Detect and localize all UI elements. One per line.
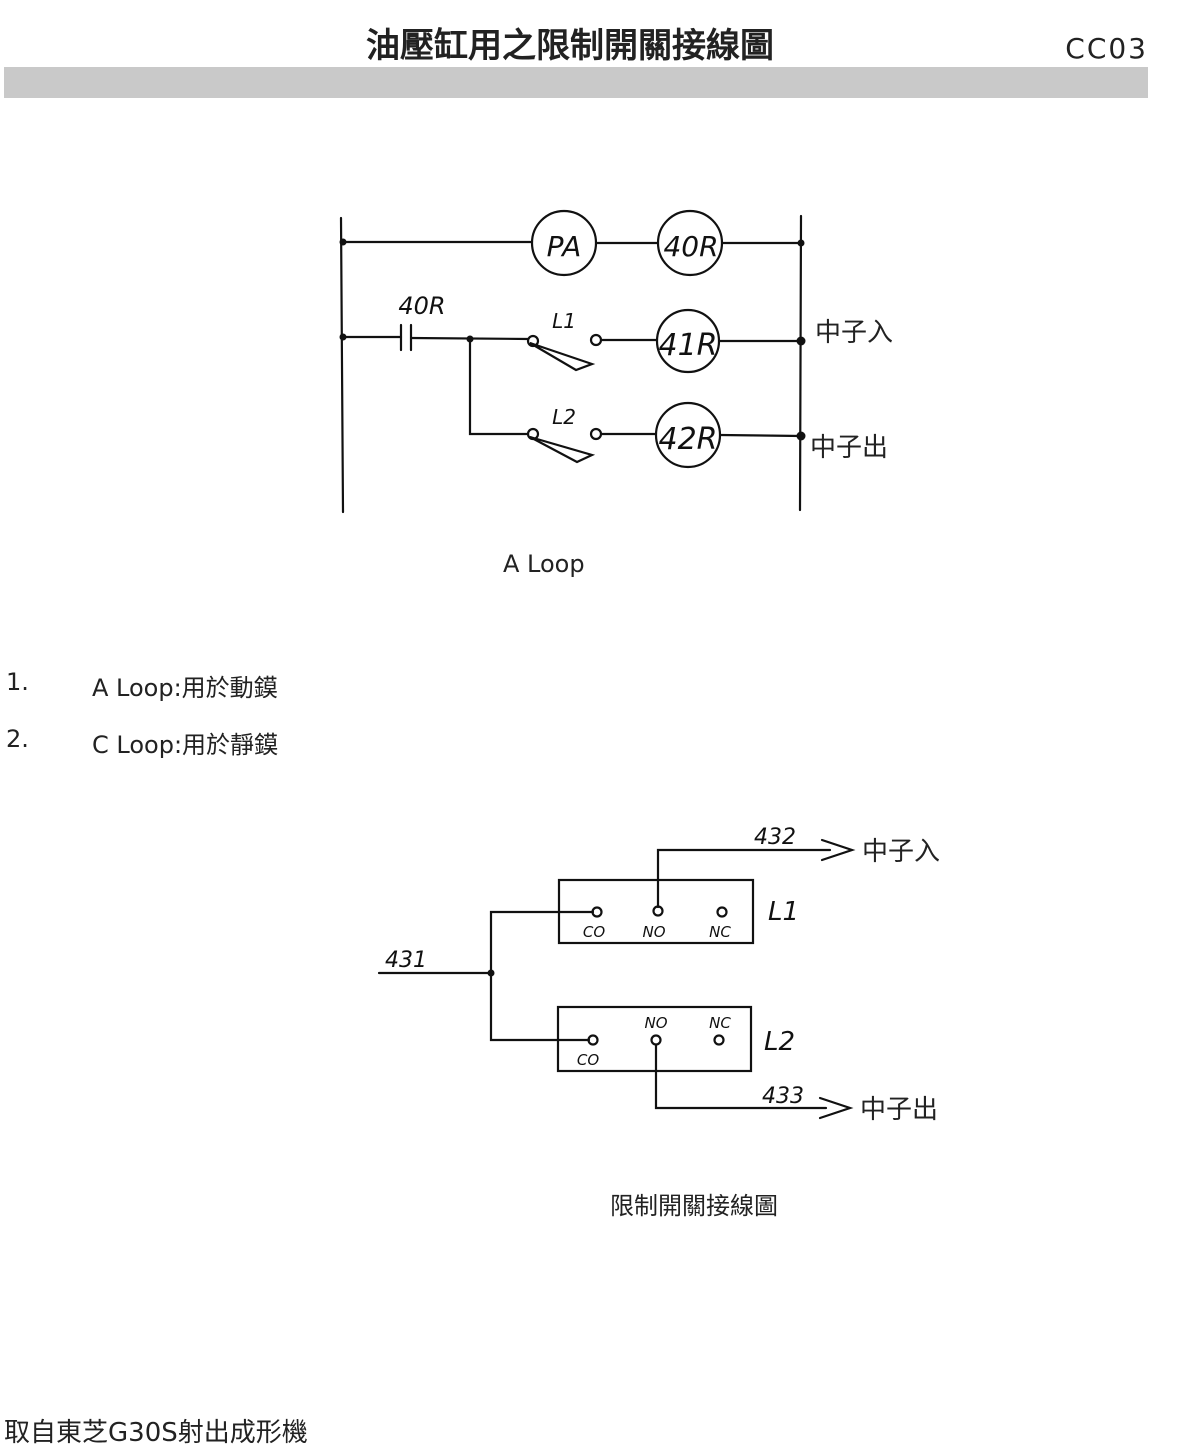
label-l1: L1 bbox=[552, 309, 576, 333]
arrow-433 bbox=[818, 1096, 854, 1120]
l1-no-label: NO bbox=[642, 923, 665, 941]
node-r3 bbox=[796, 431, 806, 441]
wire-431-to-l1 bbox=[489, 910, 595, 975]
note-item: 1. A Loop:用於動鏌 bbox=[6, 668, 278, 725]
node-branch bbox=[466, 335, 474, 343]
notes-list: 1. A Loop:用於動鏌 2. C Loop:用於靜鏌 bbox=[6, 668, 278, 782]
terminal-out-b: 中子出 bbox=[860, 1095, 938, 1125]
label-pa: PA bbox=[547, 230, 582, 263]
note-text: A Loop:用於動鏌 bbox=[92, 674, 278, 702]
l2-lever bbox=[529, 435, 596, 464]
node-r1 bbox=[797, 239, 805, 247]
label-432: 432 bbox=[754, 825, 796, 850]
label-41r: 41R bbox=[658, 328, 717, 363]
note-text: C Loop:用於靜鏌 bbox=[92, 731, 279, 759]
page-title: 油壓缸用之限制開關接線圖 bbox=[366, 26, 774, 66]
label-433: 433 bbox=[762, 1084, 804, 1109]
l1-nc-label: NC bbox=[709, 923, 731, 941]
label-40r-contact: 40R bbox=[398, 292, 445, 320]
rung-3-wire-b bbox=[718, 433, 803, 438]
l2-co-label: CO bbox=[577, 1051, 599, 1069]
note-number: 2. bbox=[6, 725, 29, 753]
l1-co-label: CO bbox=[583, 923, 605, 941]
ladder-diagram: PA 40R 41R 42R 40R L1 L2 中子入 中子出 bbox=[339, 209, 893, 514]
source-footer: 取自東芝G30S射出成形機 bbox=[4, 1418, 308, 1448]
branch-wire bbox=[468, 337, 531, 436]
l2-nc-terminal bbox=[713, 1034, 725, 1046]
left-rail bbox=[339, 216, 345, 514]
l1-nc-terminal bbox=[716, 906, 728, 918]
l1-lever bbox=[529, 341, 596, 372]
label-42r: 42R bbox=[658, 422, 717, 457]
header-bar bbox=[4, 67, 1148, 98]
note-item: 2. C Loop:用於靜鏌 bbox=[6, 725, 278, 782]
l2-no-terminal bbox=[650, 1034, 662, 1046]
node-r2 bbox=[796, 336, 806, 346]
wire-433 bbox=[654, 1043, 828, 1110]
l2-no-label: NO bbox=[644, 1014, 667, 1032]
l2-nc-label: NC bbox=[709, 1014, 731, 1032]
arrow-432 bbox=[820, 838, 856, 862]
wire-431-to-l2 bbox=[489, 971, 591, 1042]
node-l2 bbox=[339, 333, 347, 341]
caption-a-loop: A Loop bbox=[503, 550, 585, 578]
limit-switch-diagram: 431 432 433 L1 L2 CO NO NC NO NC CO 中子入 … bbox=[377, 825, 940, 1125]
label-40r-coil: 40R bbox=[663, 230, 718, 263]
label-431: 431 bbox=[385, 948, 427, 973]
label-l2-box: L2 bbox=[764, 1027, 795, 1057]
note-number: 1. bbox=[6, 668, 29, 696]
wire-432 bbox=[656, 848, 832, 909]
terminal-in-b: 中子入 bbox=[862, 837, 940, 867]
label-l1-box: L1 bbox=[768, 897, 799, 927]
terminal-out-a: 中子出 bbox=[810, 433, 888, 463]
page-code: CC03 bbox=[1065, 32, 1148, 65]
junction-431 bbox=[487, 969, 495, 977]
terminal-in-a: 中子入 bbox=[815, 318, 893, 348]
right-rail bbox=[798, 214, 803, 512]
label-l2: L2 bbox=[552, 405, 576, 429]
caption-limit-switch: 限制開關接線圖 bbox=[610, 1192, 778, 1220]
node-l1 bbox=[339, 238, 347, 246]
